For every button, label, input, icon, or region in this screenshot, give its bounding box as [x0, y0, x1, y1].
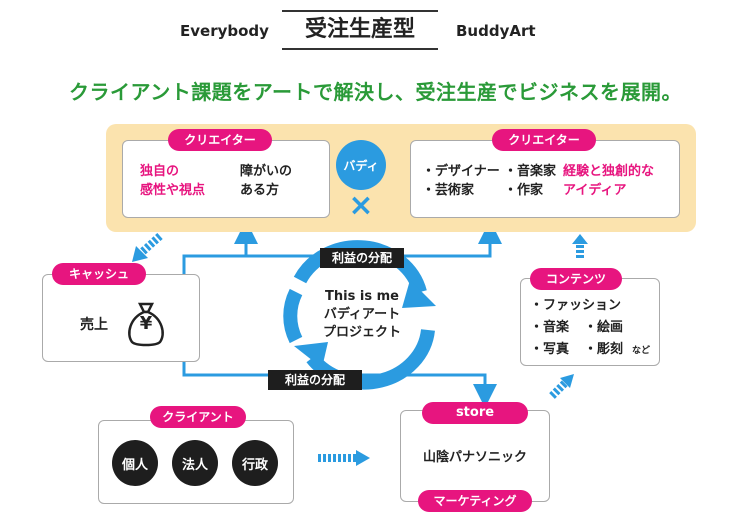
dashed-arrow-to-cash — [137, 233, 163, 257]
contents-row1-item1: ・ファッション — [530, 298, 622, 313]
cycle-line-3: プロジェクト — [322, 325, 401, 340]
buddy-label: バディ — [343, 158, 379, 173]
store-footer: マーケティング — [418, 490, 532, 512]
contents-row3-item2: ・彫刻 — [584, 342, 624, 357]
creator-right-col2-line2: ・作家 — [504, 183, 544, 198]
money-bag-yen: ¥ — [139, 313, 153, 334]
contents-row2-item2: ・絵画 — [584, 320, 624, 335]
dashed-arrow-to-contents — [549, 379, 569, 399]
cycle-center-text: This is me バディアート プロジェクト — [305, 288, 419, 342]
contents-row3-item3: など — [632, 346, 651, 356]
creator-left-col2-line2: ある方 — [240, 183, 280, 198]
creator-right-col1-line2: ・芸術家 — [422, 183, 475, 198]
creator-left-col1-line2: 感性や視点 — [140, 183, 206, 198]
creator-left-col1-line1: 独自の — [140, 164, 180, 179]
creator-right-col3-line1: 経験と独創的な — [563, 164, 655, 179]
client-type-individual-label: 個人 — [121, 457, 148, 473]
creator-right-col2-line1: ・音楽家 — [504, 164, 557, 179]
header-everybody: Everybody — [180, 22, 269, 40]
creator-right-box — [410, 140, 680, 218]
header-title: 受注生産型 — [282, 10, 438, 50]
creator-right-col3-line2: アイディア — [563, 183, 627, 198]
cycle-bottom-label: 利益の分配 — [268, 370, 362, 390]
creator-left-label: クリエイター — [168, 129, 272, 151]
client-type-government-label: 行政 — [241, 457, 268, 473]
cash-item: 売上 — [80, 317, 108, 333]
client-type-government: 行政 — [232, 440, 278, 486]
cycle-line-2: バディアート — [323, 307, 401, 322]
creator-right-label: クリエイター — [492, 129, 596, 151]
cash-label: キャッシュ — [52, 263, 146, 285]
cycle-top-label: 利益の分配 — [320, 248, 404, 268]
client-label: クライアント — [150, 406, 246, 428]
creator-left-col2-line1: 障がいの — [240, 164, 293, 179]
client-type-individual: 個人 — [112, 440, 158, 486]
cross-icon: × — [348, 188, 374, 223]
headline: クライアント課題をアートで解決し、受注生産でビジネスを展開。 — [69, 80, 682, 104]
cycle-line-1: This is me — [325, 289, 399, 304]
header-buddyart: BuddyArt — [456, 22, 536, 40]
store-label: store — [422, 402, 528, 424]
client-type-corporate: 法人 — [172, 440, 218, 486]
contents-row3-item1: ・写真 — [530, 342, 570, 357]
money-bag-icon — [122, 300, 170, 348]
client-type-corporate-label: 法人 — [181, 457, 208, 473]
contents-label: コンテンツ — [530, 268, 622, 290]
store-box — [400, 410, 550, 502]
store-name: 山陰パナソニック — [422, 450, 527, 465]
buddy-circle: バディ — [336, 140, 386, 190]
creator-right-col1-line1: ・デザイナー — [422, 164, 500, 179]
cash-box — [42, 274, 200, 362]
arrow-to-store — [470, 373, 497, 408]
contents-row2-item1: ・音楽 — [530, 320, 570, 335]
